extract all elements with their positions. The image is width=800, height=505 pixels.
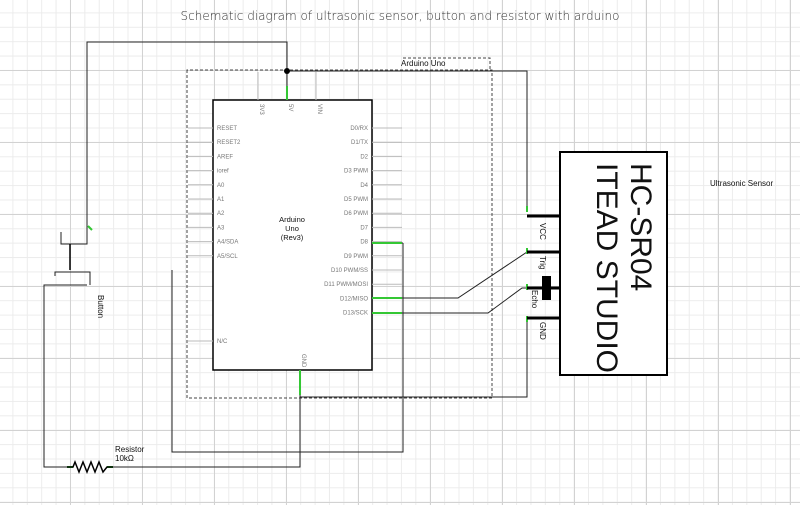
sensor-caption: Ultrasonic Sensor [710, 179, 773, 188]
arduino-right-pin-label: D9 PWM [344, 254, 368, 260]
arduino-part-frame: Arduino Uno [186, 57, 493, 399]
arduino-top-pin-label: 3V3 [258, 104, 264, 115]
arduino-top-pin-label: VIN [316, 104, 322, 114]
sensor-pin-label-vcc: VCC [538, 223, 547, 240]
arduino-frame-label: Arduino Uno [401, 59, 446, 68]
arduino-name-line1: Arduino [279, 215, 305, 224]
arduino-left-pin-label: RESET2 [217, 140, 241, 146]
resistor-label: Resistor [115, 445, 145, 454]
arduino-right-pin-label: D2 [360, 154, 368, 160]
wire-d8-loop [171, 243, 404, 453]
push-button-symbol: Button [54, 230, 105, 318]
arduino-left-pin-label: A5/SCL [217, 254, 238, 260]
wire-5v-to-button [86, 41, 288, 230]
arduino-name-line2: Uno [285, 224, 299, 233]
arduino-left-pin-label: A0 [217, 183, 225, 189]
arduino-left-pin-label: AREF [217, 154, 233, 160]
sensor-pin-label-gnd: GND [538, 322, 547, 340]
arduino-right-pin-label: D8 [360, 240, 368, 246]
arduino-right-pin-label: D5 PWM [344, 197, 368, 203]
button-label: Button [96, 295, 105, 318]
wire-button-to-resistor [43, 284, 87, 468]
ultrasonic-sensor: HC-SR04 ITEAD STUDIO Ultrasonic Sensor V… [527, 151, 773, 376]
resistor-value: 10kΩ [115, 454, 134, 463]
wire-d12-to-trig [372, 251, 528, 299]
arduino-right-pin-label: D7 [360, 225, 368, 231]
arduino-top-pin-label: 5V [287, 104, 293, 111]
sensor-pin-label-echo: Echo [530, 290, 539, 309]
arduino-right-pin-label: D10 PWM/SS [331, 268, 368, 274]
arduino-left-pin-label: RESET [217, 126, 237, 132]
arduino-right-pin-label: D4 [360, 183, 368, 189]
arduino-right-pin-label: D12/MISO [340, 296, 368, 302]
sensor-pin-label-trig: Trig [538, 256, 547, 269]
arduino-left-pin-label: A2 [217, 211, 225, 217]
echo-connector-block [542, 276, 551, 300]
arduino-left-pin-label: ioref [217, 169, 229, 175]
arduino-right-pin-label: D13/SCK [343, 311, 368, 317]
wire-resistor-to-gnd [113, 370, 301, 468]
arduino-name-line3: (Rev3) [281, 233, 304, 242]
junction-dot [284, 68, 290, 74]
arduino-right-pin-label: D1/TX [351, 140, 368, 146]
arduino-right-pin-label: D6 PWM [344, 211, 368, 217]
arduino-gnd-pin-label: GND [300, 354, 306, 368]
sensor-model-label: HC-SR04 [624, 163, 657, 291]
arduino-left-pin-label: A4/SDA [217, 240, 238, 246]
arduino-right-pin-label: D11 PWM/MOSI [324, 282, 368, 288]
arduino-left-pin-label: A1 [217, 197, 225, 203]
arduino-right-pin-label: D3 PWM [344, 169, 368, 175]
diagram-title: Schematic diagram of ultrasonic sensor, … [181, 9, 620, 23]
wire-5v-to-vcc [286, 70, 528, 210]
arduino-left-pin-label: A3 [217, 225, 225, 231]
arduino-right-pin-label: D0/RX [350, 126, 368, 132]
wires [43, 41, 528, 468]
sensor-maker-label: ITEAD STUDIO [590, 163, 623, 373]
arduino-left-pin-label: N/C [217, 339, 228, 345]
resistor-symbol: Resistor 10kΩ [67, 445, 145, 475]
wire-d13-to-echo [372, 287, 527, 314]
